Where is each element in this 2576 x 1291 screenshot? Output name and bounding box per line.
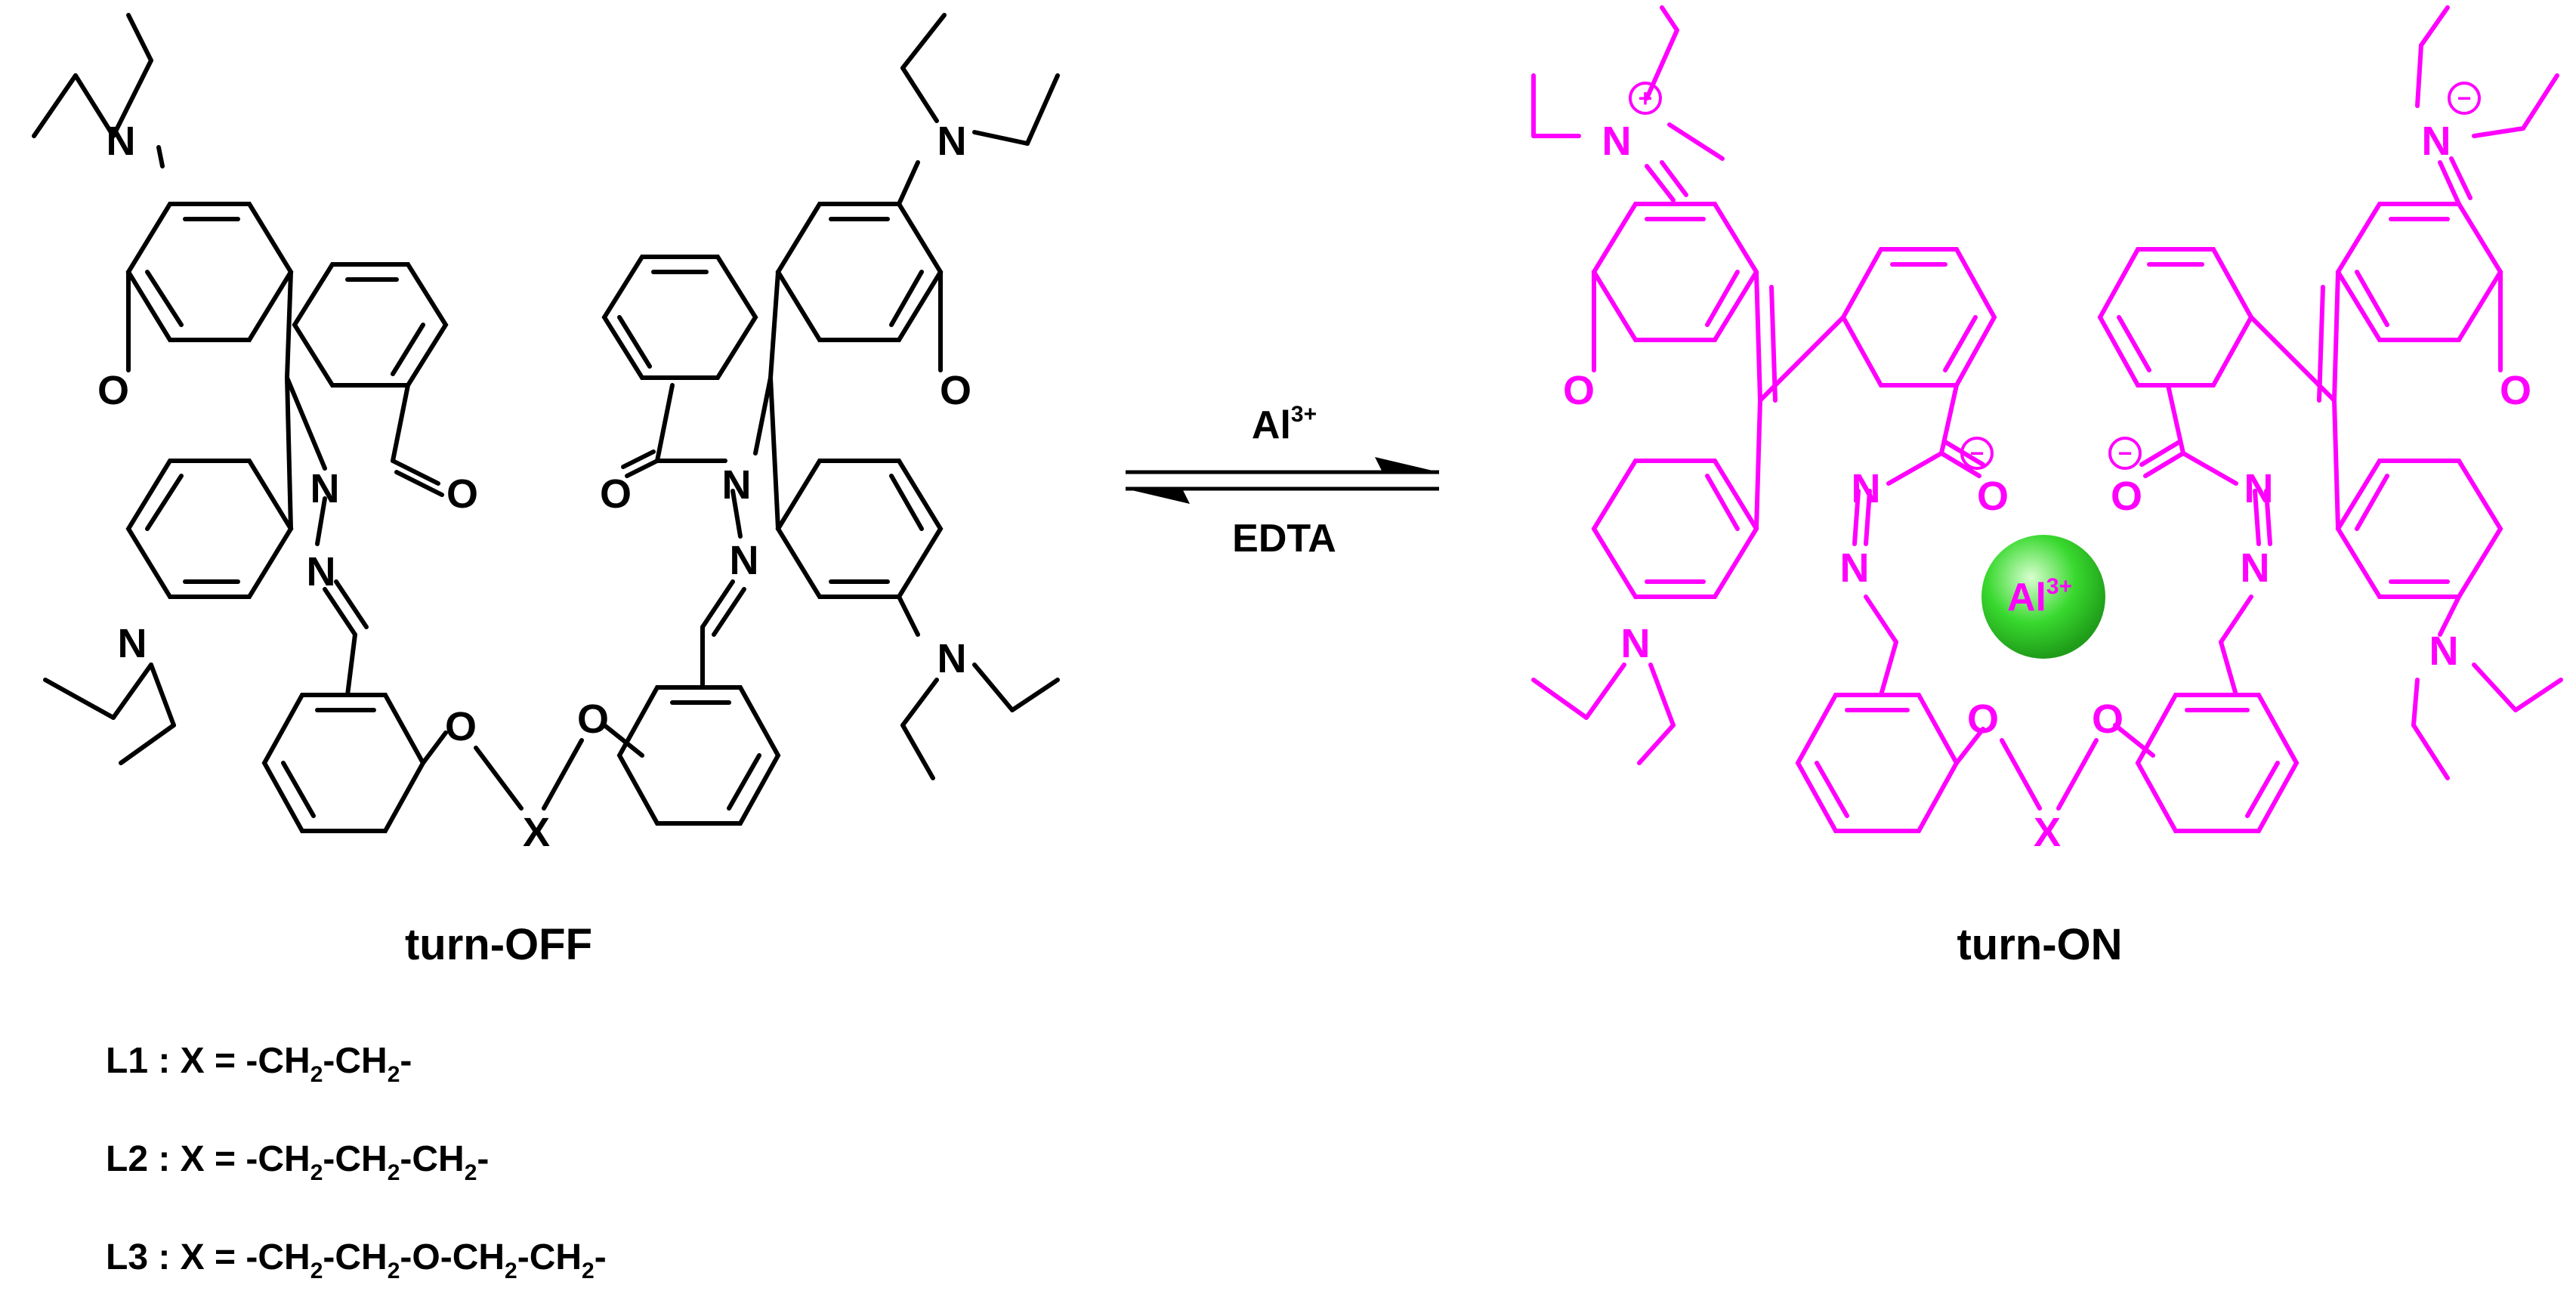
atom-n: N	[937, 119, 967, 164]
legend-row: L2 : X = -CH2-CH2-CH2-	[106, 1139, 489, 1185]
atom-o: O	[1563, 368, 1595, 413]
linker-x: X	[2034, 810, 2061, 855]
metal-ion-sphere	[1981, 535, 2105, 659]
atom-n: N	[937, 636, 967, 681]
metal-ion-label: Al3+	[2007, 574, 2072, 619]
atom-o: O	[577, 696, 609, 742]
atom-n: N	[307, 549, 336, 595]
atom-o: O	[600, 471, 632, 517]
legend-row: L3 : X = -CH2-CH2-O-CH2-CH2-	[106, 1237, 607, 1283]
atom-n: N	[1840, 545, 1870, 591]
atom-o: O	[446, 471, 478, 517]
minus-charge-circle	[2108, 437, 2142, 470]
minus-charge: −	[1970, 440, 1985, 467]
plus-charge-circle	[1629, 82, 1662, 115]
atom-n: N	[722, 462, 752, 508]
atom-n-plus: N	[1602, 119, 1632, 164]
atom-n: N	[310, 466, 340, 511]
atom-n: N	[2244, 466, 2274, 511]
plus-charge: +	[1639, 85, 1653, 112]
atom-o: O	[2111, 474, 2142, 519]
atom-n: N	[2241, 545, 2270, 591]
linker-legend: L1 : X = -CH2-CH2- L2 : X = -CH2-CH2-CH2…	[106, 1041, 607, 1283]
atom-n: N	[2422, 119, 2451, 164]
turn-off-atom-labels: N O N N O N O X O N N O O N N	[97, 119, 971, 855]
atom-o: O	[445, 704, 477, 749]
atom-n: N	[107, 119, 136, 164]
atom-o: O	[2092, 696, 2124, 742]
atom-o: O	[2500, 368, 2531, 413]
minus-charge-circle	[1960, 437, 1994, 470]
minus-charge: −	[2457, 85, 2472, 112]
atom-n: N	[1621, 621, 1651, 666]
minus-charge-circle	[2448, 82, 2481, 115]
minus-charge: −	[2118, 440, 2133, 467]
atom-o: O	[1977, 474, 2009, 519]
turn-on-molecule	[1531, 5, 2563, 833]
forward-reagent: Al3+	[1252, 402, 1317, 447]
legend-row: L1 : X = -CH2-CH2-	[106, 1041, 412, 1087]
atom-n: N	[1852, 466, 1881, 511]
atom-n: N	[118, 621, 147, 666]
atom-n: N	[730, 538, 759, 583]
turn-on-atom-labels: N + O N N O − N O X O O − N N O N − N	[1563, 82, 2531, 855]
equilibrium-arrow	[1126, 457, 1439, 504]
atom-n: N	[2429, 629, 2459, 674]
turn-off-molecule	[32, 13, 1060, 833]
atom-o: O	[1967, 696, 1999, 742]
turn-on-caption: turn-ON	[1957, 920, 2122, 969]
atom-o: O	[940, 368, 971, 413]
atom-o: O	[97, 368, 129, 413]
reverse-reagent: EDTA	[1232, 517, 1336, 561]
linker-x: X	[523, 810, 550, 855]
turn-off-caption: turn-OFF	[405, 920, 592, 969]
